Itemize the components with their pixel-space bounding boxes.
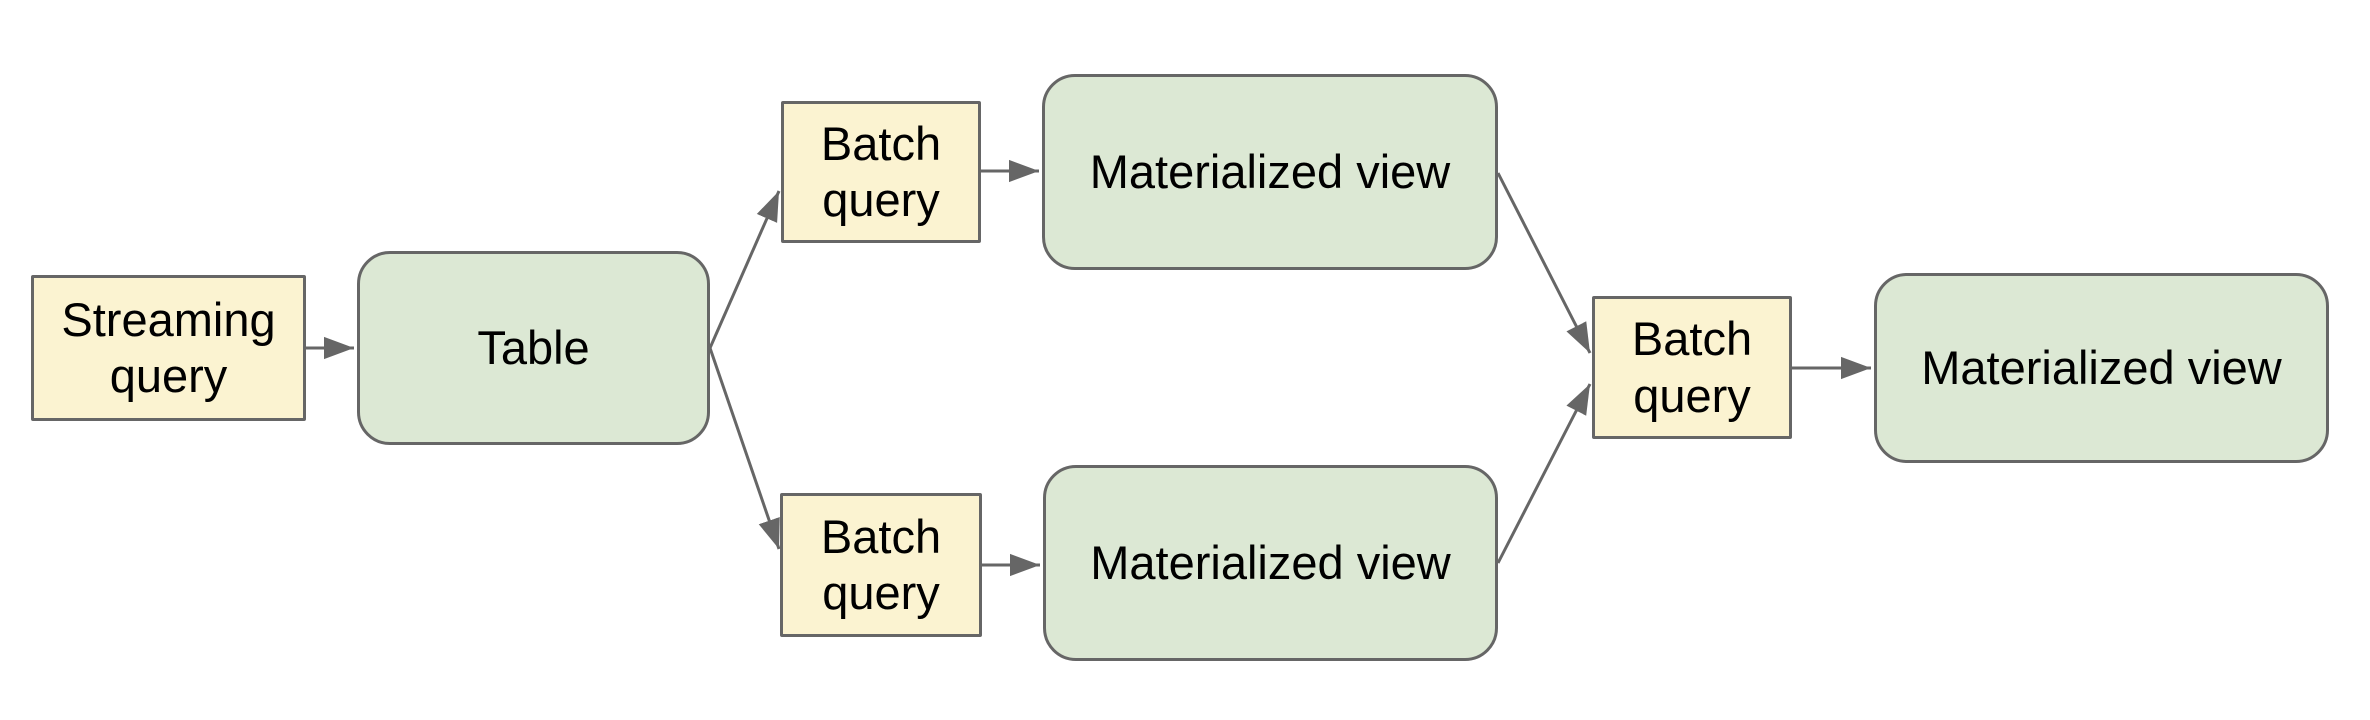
node-batch-query-bottom: Batch query (780, 493, 982, 637)
edge-table-to-batch-query-top (708, 190, 781, 349)
node-materialized-view-top: Materialized view (1042, 74, 1498, 270)
node-batch-query-top: Batch query (781, 101, 981, 243)
node-batch-query-top-label: Batch query (820, 116, 942, 226)
node-materialized-view-top-label: Materialized view (1089, 144, 1451, 198)
node-batch-query-merge-label: Batch query (1631, 312, 1753, 422)
node-batch-query-merge: Batch query (1592, 296, 1792, 439)
edge-mv-top-to-batch-query-merge (1496, 172, 1592, 354)
node-materialized-view-bottom: Materialized view (1043, 465, 1498, 661)
node-streaming-query-label: Streaming query (61, 292, 276, 402)
node-streaming-query: Streaming query (31, 275, 306, 421)
node-batch-query-bottom-label: Batch query (820, 509, 942, 619)
edge-table-to-batch-query-bottom (708, 347, 781, 550)
node-table: Table (357, 251, 710, 445)
edge-mv-bottom-to-batch-query-merge (1496, 383, 1592, 564)
node-materialized-view-final: Materialized view (1874, 273, 2329, 463)
node-materialized-view-final-label: Materialized view (1921, 340, 2282, 394)
node-materialized-view-bottom-label: Materialized view (1090, 535, 1451, 589)
node-table-label: Table (477, 320, 590, 374)
